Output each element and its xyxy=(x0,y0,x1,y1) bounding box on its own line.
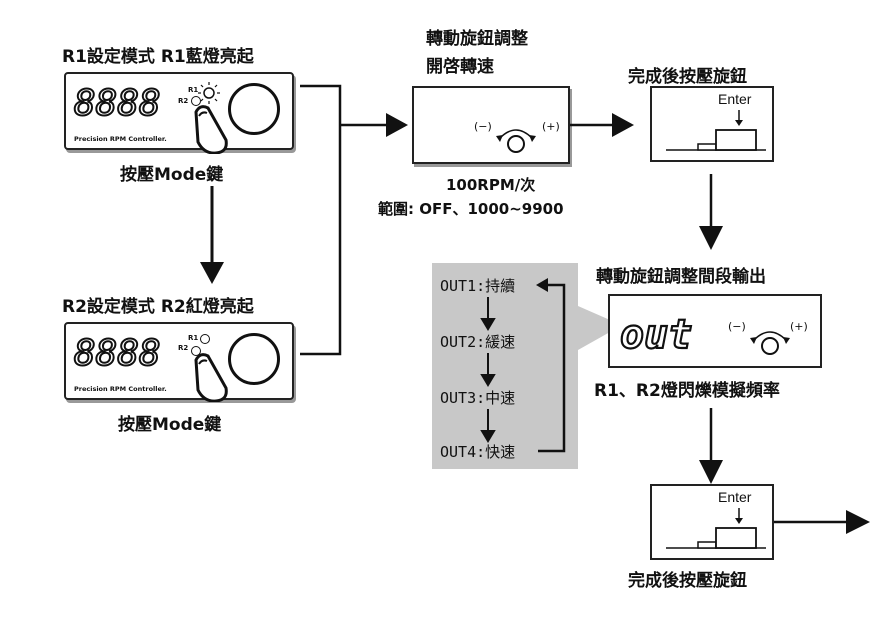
arrow-right-step3-step4 xyxy=(570,113,634,137)
step1-device-caption: Precision RPM Controller. xyxy=(74,135,167,143)
step3-rate-label: 100RPM/次 xyxy=(446,176,536,194)
step1-controller-device: 8888 R1 R2 Precision RPM Controller. xyxy=(64,72,294,150)
step2-display-digits: 8888 xyxy=(74,333,161,372)
arrow-right-step6-next xyxy=(774,510,870,534)
step3-title-line2: 開啓轉速 xyxy=(426,57,494,77)
step1-lcd-display: 8888 xyxy=(72,82,172,122)
step1-title: R1設定模式 R1藍燈亮起 xyxy=(62,47,254,67)
step5-lcd-display: out xyxy=(619,311,693,356)
step1-knob[interactable] xyxy=(228,83,280,135)
step2-lcd-display: 8888 xyxy=(72,332,172,372)
arrow-down-step5-step6 xyxy=(699,408,723,484)
step3-title-line1: 轉動旋鈕調整 xyxy=(426,29,528,49)
output-mode-4: OUT4:快速 xyxy=(440,443,516,461)
step2-led-r1 xyxy=(200,334,210,344)
step2-led-r1-label: R1 xyxy=(188,334,199,342)
step5-caption: R1、R2燈閃爍模擬頻率 xyxy=(594,381,780,401)
step1-led-r2 xyxy=(191,96,201,106)
output-mode-3: OUT3:中速 xyxy=(440,389,516,407)
step2-led-r2-label: R2 xyxy=(178,344,189,352)
step6-enter-key-icon[interactable] xyxy=(666,506,766,550)
arrow-down-step1-step2 xyxy=(200,186,224,284)
step6-title: 完成後按壓旋鈕 xyxy=(628,571,747,591)
step4-enter-label: Enter xyxy=(718,91,752,107)
step1-led-r2-label: R2 xyxy=(178,97,189,105)
step5-minus-label: (−) xyxy=(728,320,746,333)
step2-device-caption: Precision RPM Controller. xyxy=(74,385,167,393)
step6-enter-label: Enter xyxy=(718,489,752,505)
step1-action-label: 按壓Mode鍵 xyxy=(120,165,224,185)
step3-minus-label: (−) xyxy=(474,120,492,133)
step1-led-r1-glow-icon xyxy=(198,82,220,104)
step6-enter-box: Enter xyxy=(650,484,774,560)
step5-rotate-knob-icon[interactable] xyxy=(746,324,794,360)
step2-knob[interactable] xyxy=(228,333,280,385)
bracket-connector xyxy=(300,84,408,356)
step2-led-r2 xyxy=(191,346,201,356)
step4-enter-key-icon[interactable] xyxy=(666,108,766,152)
output-modes-panel: OUT1:持續 OUT2:緩速 OUT3:中速 OUT4:快速 xyxy=(432,263,578,469)
step5-display-box: out (−) (+) xyxy=(608,294,822,368)
step5-title: 轉動旋鈕調整間段輸出 xyxy=(596,267,766,287)
step1-finger-press-icon xyxy=(194,105,228,154)
step3-plus-label: (+) xyxy=(542,120,560,133)
step2-finger-press-icon xyxy=(194,353,228,402)
step5-display-text: out xyxy=(620,312,692,356)
output-mode-2: OUT2:緩速 xyxy=(440,333,516,351)
step4-enter-box: Enter xyxy=(650,86,774,162)
step1-led-r1-label: R1 xyxy=(188,86,199,94)
step4-title: 完成後按壓旋鈕 xyxy=(628,67,747,87)
arrow-down-step4-step5 xyxy=(699,174,723,250)
panel-pointer xyxy=(578,306,610,350)
step2-controller-device: 8888 R1 R2 Precision RPM Controller. xyxy=(64,322,294,400)
step2-title: R2設定模式 R2紅燈亮起 xyxy=(62,297,254,317)
step3-knob-box: (−) (+) xyxy=(412,86,570,164)
step5-plus-label: (+) xyxy=(790,320,808,333)
output-mode-1: OUT1:持續 xyxy=(440,277,516,295)
step1-display-digits: 8888 xyxy=(74,83,161,122)
step3-rotate-knob-icon[interactable] xyxy=(492,124,540,158)
step3-range-label: 範圍: OFF、1000~9900 xyxy=(378,200,564,218)
output-modes-arrows xyxy=(480,278,566,453)
step2-action-label: 按壓Mode鍵 xyxy=(118,415,222,435)
